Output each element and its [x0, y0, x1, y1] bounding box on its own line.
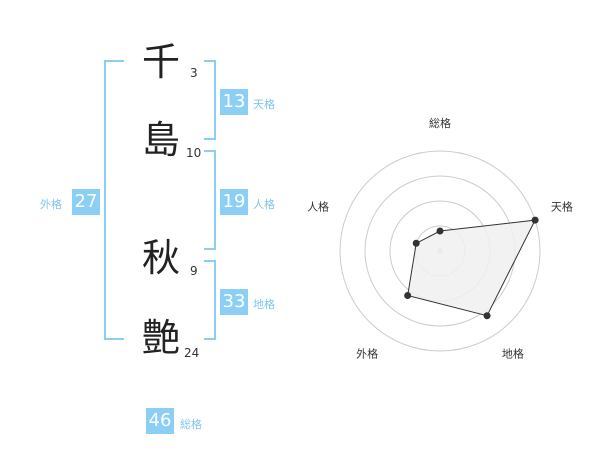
jinkaku-value: 19	[220, 189, 248, 215]
tenkaku-label: 天格	[253, 98, 275, 111]
radar-point	[436, 227, 444, 235]
name-char-2: 島	[142, 118, 181, 162]
tenkaku-bracket	[204, 60, 216, 140]
radar-axis-label: 総格	[429, 116, 451, 130]
chikaku-value: 33	[220, 289, 248, 315]
jinkaku-bracket	[204, 150, 216, 250]
radar-axis-label: 人格	[307, 200, 329, 214]
radar-point	[483, 312, 491, 320]
radar-point	[412, 239, 420, 247]
gaikaku-bracket	[104, 60, 124, 340]
soukaku-label: 総格	[180, 418, 202, 431]
gaikaku-label: 外格	[40, 198, 62, 211]
radar-point	[531, 216, 539, 224]
name-char-1: 千	[142, 40, 181, 84]
radar-axis-label: 天格	[551, 200, 573, 214]
chikaku-bracket	[204, 260, 216, 340]
soukaku-value: 46	[146, 408, 174, 434]
stroke-count-4: 24	[184, 346, 200, 360]
radar-axis-label: 地格	[502, 346, 524, 360]
radar-ring	[339, 150, 541, 352]
name-char-4: 艶	[142, 316, 181, 360]
gaikaku-value: 27	[72, 189, 100, 215]
stroke-count-3: 9	[190, 264, 198, 278]
radar-axis-label: 外格	[356, 346, 378, 360]
jinkaku-label: 人格	[253, 198, 275, 211]
radar-polygon	[407, 219, 536, 317]
tenkaku-value: 13	[220, 89, 248, 115]
chikaku-label: 地格	[253, 298, 275, 311]
name-char-3: 秋	[142, 236, 181, 280]
stroke-count-1: 3	[190, 66, 198, 80]
radar-point	[404, 291, 412, 299]
stroke-count-2: 10	[186, 146, 202, 160]
